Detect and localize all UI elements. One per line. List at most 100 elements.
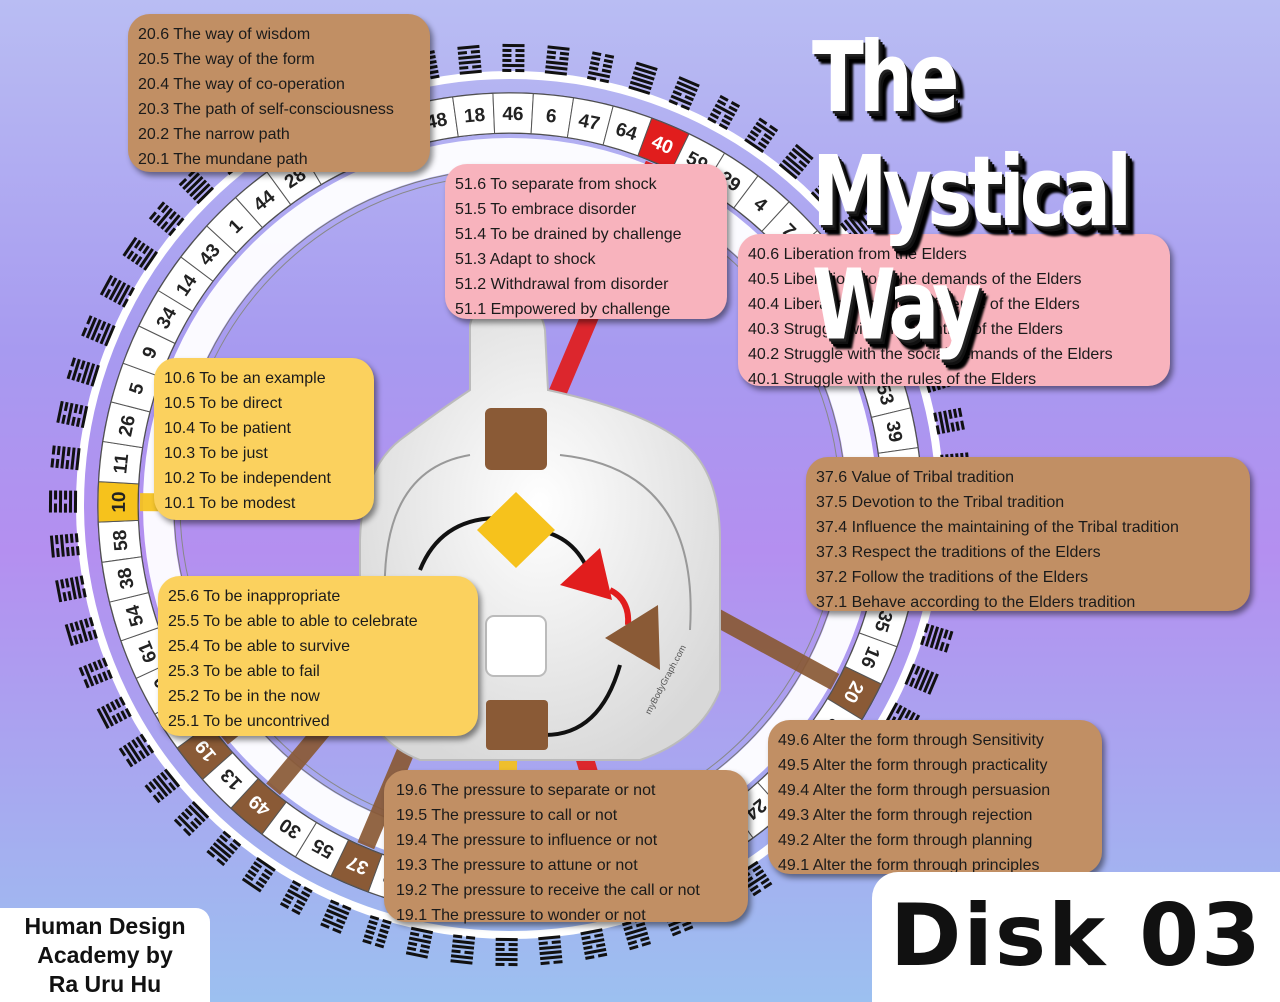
hexagram-glyph-13: [173, 800, 210, 837]
gate-number-46: 46: [502, 104, 523, 125]
g-center-diamond: [477, 492, 555, 568]
hexagram-glyph-5: [66, 357, 100, 387]
hexagram-glyph-37: [320, 899, 352, 934]
hexagram-glyph-58: [49, 533, 80, 558]
hexagram-glyph-49: [206, 830, 242, 867]
hexagram-glyph-64: [628, 61, 658, 95]
line-51-4: 51.4 To be drained by challenge: [455, 226, 682, 243]
disk-label-box: Disk 03: [872, 872, 1280, 1002]
hexagram-glyph-38: [55, 575, 87, 603]
line-51-5: 51.5 To embrace disorder: [455, 201, 637, 218]
heart-center-triangle: [560, 548, 612, 600]
gate-number-18: 18: [463, 105, 486, 128]
line-20-1: 20.1 The mundane path: [138, 151, 308, 168]
hexagram-glyph-21: [580, 928, 608, 960]
line-40-1: 40.1 Struggle with the rules of the Elde…: [748, 371, 1037, 388]
throat-center: [485, 408, 547, 470]
callout-gate-40: 40.6 Liberation from the Elders 40.5 Lib…: [738, 234, 1170, 388]
hexagram-glyph-59: [707, 94, 741, 130]
gate-cell-38: [101, 556, 150, 603]
line-37-3: 37.3 Respect the traditions of the Elder…: [816, 544, 1101, 561]
hexagram-glyph-47: [586, 51, 615, 84]
hexagram-glyph-41: [118, 733, 155, 768]
line-19-2: 19.2 The pressure to receive the call or…: [396, 882, 700, 899]
hexagram-glyph-6: [544, 45, 570, 76]
line-25-3: 25.3 To be able to fail: [168, 663, 320, 680]
line-25-5: 25.5 To be able to able to celebrate: [168, 613, 418, 630]
hexagram-glyph-10: [48, 490, 78, 513]
hexagram-glyph-35: [920, 623, 954, 653]
line-40-2: 40.2 Struggle with the social demands of…: [748, 346, 1113, 363]
hexagram-glyph-4: [778, 143, 814, 180]
line-25-2: 25.2 To be in the now: [168, 688, 320, 705]
channel-red: [608, 587, 632, 626]
line-19-5: 19.5 The pressure to call or not: [396, 807, 618, 824]
hexagram-glyph-1: [178, 168, 215, 205]
hexagram-glyph-46: [502, 43, 525, 73]
hexagram-glyph-19: [144, 768, 181, 804]
line-37-4: 37.4 Influence the maintaining of the Tr…: [816, 519, 1179, 536]
channel-black-lower: [544, 664, 622, 737]
credit-line-1: Human Design: [24, 913, 186, 939]
hexagram-glyph-63: [362, 915, 392, 949]
emotional-center-triangle: [605, 605, 660, 670]
callout-gate-25: 25.6 To be inappropriate 25.5 To be able…: [158, 576, 478, 736]
gate-number-47: 47: [577, 110, 602, 135]
line-49-5: 49.5 Alter the form through practicality: [778, 757, 1048, 774]
hexagram-glyph-29: [744, 117, 779, 154]
callout-gate-19: 19.6 The pressure to separate or not 19.…: [384, 770, 748, 924]
credit-box: Human Design Academy by Ra Uru Hu: [0, 908, 210, 1002]
gate-number-26: 26: [115, 413, 140, 438]
callout-gate-51: 51.6 To separate from shock 51.5 To embr…: [445, 164, 727, 319]
gate-number-39: 39: [881, 419, 906, 444]
line-25-4: 25.4 To be able to survive: [168, 638, 351, 655]
line-37-1: 37.1 Behave according to the Elders trad…: [816, 594, 1136, 611]
channel-black-left: [418, 516, 496, 571]
line-51-2: 51.2 Withdrawal from disorder: [455, 276, 669, 293]
line-49-2: 49.2 Alter the form through planning: [778, 832, 1033, 849]
line-20-5: 20.5 The way of the form: [138, 51, 315, 68]
line-25-6: 25.6 To be inappropriate: [168, 588, 341, 605]
hexagram-glyph-7: [810, 173, 847, 210]
line-10-4: 10.4 To be patient: [164, 420, 291, 437]
line-40-3: 40.3 Struggle with the attention of the …: [748, 321, 1063, 338]
line-37-5: 37.5 Devotion to the Tribal tradition: [816, 494, 1065, 511]
line-10-6: 10.6 To be an example: [164, 370, 326, 387]
hexagram-glyph-43: [148, 201, 185, 237]
hexagram-glyph-11: [50, 445, 81, 471]
hexagram-glyph-55: [279, 880, 313, 916]
credit-line-3: Ra Uru Hu: [48, 971, 162, 997]
gate-number-58: 58: [110, 529, 133, 552]
hexagram-glyph-61: [78, 657, 113, 689]
line-10-5: 10.5 To be direct: [164, 395, 283, 412]
line-20-4: 20.4 The way of co-operation: [138, 76, 345, 93]
hexagram-glyph-36: [450, 934, 476, 965]
body-flow-left: [383, 454, 471, 601]
hexagram-glyph-40: [668, 76, 700, 111]
gate-number-10: 10: [109, 491, 130, 512]
line-25-1: 25.1 To be uncontrived: [168, 713, 330, 730]
line-19-4: 19.4 The pressure to influence or not: [396, 832, 658, 849]
hexagram-glyph-22: [405, 926, 434, 959]
line-51-1: 51.1 Empowered by challenge: [455, 301, 671, 318]
hexagram-glyph-9: [81, 315, 116, 347]
hexagram-glyph-25: [495, 937, 518, 967]
line-20-3: 20.3 The path of self-consciousness: [138, 101, 394, 118]
gate-number-38: 38: [114, 566, 139, 591]
body-flow-right: [559, 454, 692, 631]
line-40-4: 40.4 Liberation from the influence of th…: [748, 296, 1080, 313]
hexagram-glyph-26: [56, 400, 89, 429]
line-37-6: 37.6 Value of Tribal tradition: [816, 469, 1015, 486]
gate-number-11: 11: [110, 452, 133, 475]
line-40-6: 40.6 Liberation from the Elders: [748, 246, 967, 263]
line-49-6: 49.6 Alter the form through Sensitivity: [778, 732, 1044, 749]
hexagram-glyph-17: [538, 935, 563, 966]
line-10-2: 10.2 To be independent: [164, 470, 331, 487]
callout-gate-37: 37.6 Value of Tribal tradition 37.5 Devo…: [806, 457, 1250, 611]
line-51-3: 51.3 Adapt to shock: [455, 251, 596, 268]
line-49-3: 49.3 Alter the form through rejection: [778, 807, 1033, 824]
hexagram-glyph-34: [99, 274, 135, 308]
gate-number-6: 6: [545, 106, 558, 128]
hexagram-glyph-39: [933, 407, 965, 435]
